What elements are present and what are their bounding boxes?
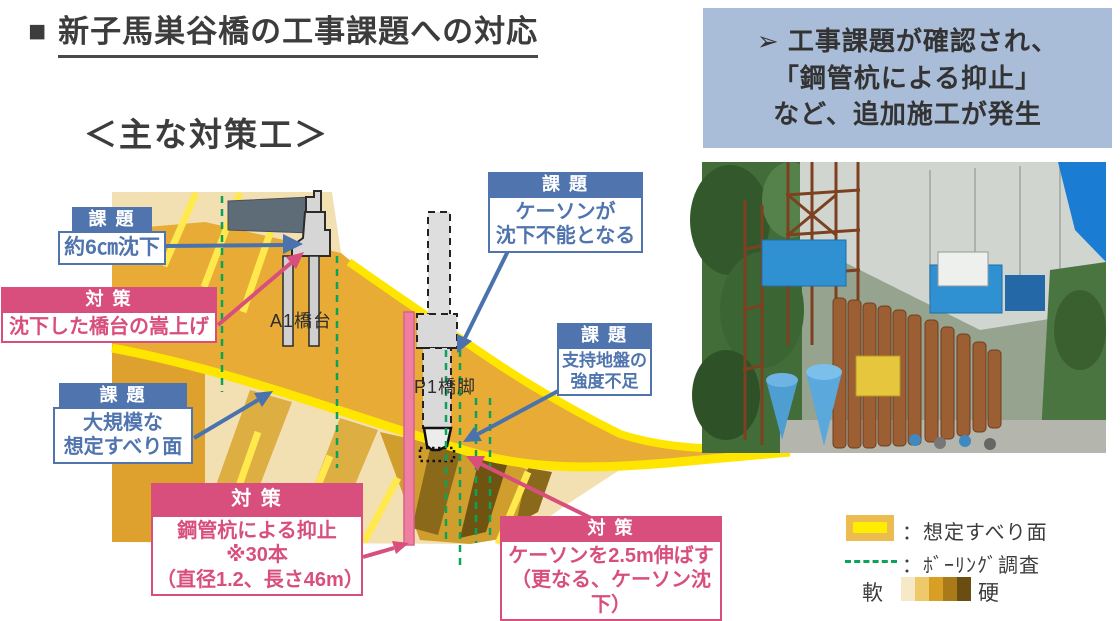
slip-surface-line-deep: [111, 343, 791, 472]
label-a1-abutment: A1橋台: [270, 311, 333, 331]
callout-measure-caisson: 対 策 ケーソンを2.5m伸ばす （更なる、ケーソン沈下）: [500, 516, 722, 621]
legend-boring-dash-icon: [845, 560, 897, 563]
page-title-row: ■ 新子馬巣谷橋の工事課題への対応: [28, 12, 539, 58]
section-subtitle: ＜主な対策工＞: [84, 116, 329, 153]
slip-surface-line-upper: [346, 258, 789, 454]
summary-line: ➢ 工事課題が確認され、: [756, 25, 1059, 56]
callout-text: 想定すべり面: [63, 436, 183, 459]
callout-issue-ground: 課 題 支持地盤の 強度不足: [557, 323, 652, 397]
hardness-swatch: [929, 577, 943, 601]
callout-measure-raise: 対 策 沈下した橋台の嵩上げ: [1, 287, 217, 344]
callout-text: 支持地盤の: [562, 351, 647, 370]
callout-text: 強度不足: [570, 371, 639, 391]
callout-issue-settlement: 課 題 約6㎝沈下: [58, 207, 166, 265]
callout-header: 対 策: [500, 516, 722, 540]
a1-abutment: [282, 190, 331, 347]
arrow-measure-caisson: [466, 456, 598, 523]
slip-surface-line-icon: [853, 522, 887, 533]
callout-header: 対 策: [151, 483, 363, 515]
callout-header: 課 題: [59, 383, 187, 407]
legend-soft-label: 軟: [862, 582, 884, 605]
arrow-issue-caisson: [457, 250, 510, 353]
p1-caisson: [416, 211, 458, 463]
callout-issue-slip: 課 題 大規模な 想定すべり面: [53, 383, 193, 464]
legend-slip-surface-label: ：想定すべり面: [902, 522, 1048, 544]
summary-callout-box: ➢ 工事課題が確認され、 「鋼管杭による抑止」 など、追加施工が発生: [703, 8, 1112, 148]
arrow-issue-settlement: [165, 234, 303, 254]
dark-wedge: [460, 455, 508, 538]
callout-header: 課 題: [557, 323, 652, 347]
callout-measure-piles: 対 策 鋼管杭による抑止 ※30本 （直径1.2、長さ46m）: [151, 483, 364, 597]
arrow-bullet-icon: ➢: [756, 25, 780, 56]
legend-slip-surface-swatch: [846, 515, 894, 541]
arrow-issue-ground: [463, 388, 561, 442]
callout-header: 課 題: [72, 207, 152, 231]
page-title: 新子馬巣谷橋の工事課題への対応: [58, 12, 539, 58]
callout-text: ケーソンが: [515, 201, 616, 223]
callout-text: （直径1.2、長さ46m）: [156, 568, 364, 591]
arrow-measure-raise: [216, 252, 304, 327]
legend-hardness-gradient: [901, 577, 971, 601]
callout-text: 約6㎝沈下: [64, 236, 160, 259]
hardness-swatch: [915, 577, 929, 601]
callout-header: 対 策: [1, 287, 217, 311]
hardness-swatch: [943, 577, 957, 601]
summary-line: など、追加施工が発生: [773, 99, 1042, 130]
callout-text: 沈下した橋台の嵩上げ: [9, 316, 209, 338]
callout-text: （更なる、ケーソン沈下）: [511, 569, 711, 616]
arrows: [165, 234, 598, 559]
callout-issue-caisson: 課 題 ケーソンが 沈下不能となる: [488, 172, 643, 253]
callout-text: 大規模な: [83, 412, 163, 434]
construction-photo: [690, 162, 1106, 453]
callout-text: ※30本: [226, 544, 288, 567]
arrow-issue-slip: [192, 391, 273, 440]
road-deck: [227, 196, 312, 234]
dark-wedge: [412, 440, 462, 535]
callout-text: ケーソンを2.5m伸ばす: [508, 545, 714, 567]
summary-line: 「鋼管杭による抑止」: [772, 62, 1043, 93]
callout-text: 鋼管杭による抑止: [177, 520, 337, 542]
callout-text: 沈下不能となる: [495, 225, 636, 248]
hardness-swatch: [957, 577, 971, 601]
legend-hard-label: 硬: [978, 582, 1000, 605]
callout-header: 課 題: [488, 172, 643, 196]
arrow-measure-piles: [362, 541, 409, 559]
label-p1-pier: P1橋脚: [414, 377, 477, 397]
hardness-swatch: [901, 577, 915, 601]
steel-pipe-pile-bar: [403, 311, 415, 546]
square-bullet-icon: ■: [28, 15, 47, 48]
legend-boring-label: ：ﾎﾞｰﾘﾝｸﾞ調査: [902, 555, 1040, 577]
